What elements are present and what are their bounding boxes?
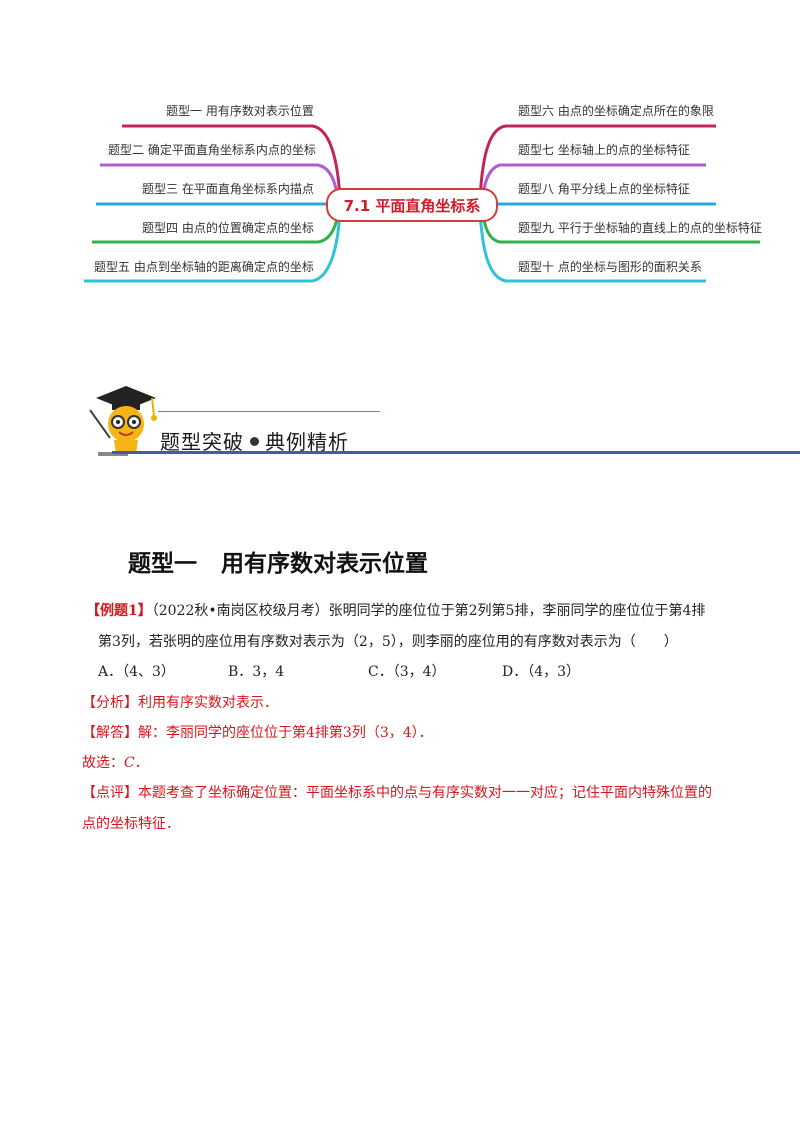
solution-line: 【解答】解：李丽同学的座位位于第4排第3列（3，4）． <box>82 722 433 742</box>
mindmap-branch-left-5 <box>84 209 342 283</box>
mindmap-left-item-4: 题型四 由点的位置确定点的坐标 <box>142 221 314 235</box>
comment-line-2: 点的坐标特征． <box>82 816 180 832</box>
solution-text: 解：李丽同学的座位位于第4排第3列（3，4）． <box>138 725 433 741</box>
section-title: 题型一用有序数对表示位置 <box>128 544 428 578</box>
mindmap-branch-left-1 <box>122 124 342 201</box>
analysis-line: 【分析】利用有序实数对表示． <box>82 692 278 712</box>
mindmap-branch-right-5 <box>478 209 706 283</box>
example-line-2: 第3列，若张明的座位用有序数对表示为（2，5），则李丽的座位用的有序数对表示为（… <box>98 634 678 650</box>
mindmap-branch-right-3 <box>481 201 716 206</box>
option-a: A．（4、3） <box>98 664 175 680</box>
mindmap-right-item-2: 题型七 坐标轴上的点的坐标特征 <box>518 143 690 157</box>
analysis-text: 利用有序实数对表示． <box>138 695 278 711</box>
banner-heading: 题型突破典例精析 <box>160 426 349 455</box>
mindmap-branch-right-1 <box>478 124 716 201</box>
option-d: D．（4，3） <box>502 664 581 680</box>
mindmap-right-item-5: 题型十 点的坐标与图形的面积关系 <box>518 260 702 274</box>
banner-left-text: 题型突破 <box>160 430 244 454</box>
mindmap-left-item-5: 题型五 由点到坐标轴的距离确定点的坐标 <box>94 260 314 274</box>
bullet-icon <box>250 437 259 446</box>
analysis-tag: 【分析】 <box>82 695 138 711</box>
example-text-1: （2022秋•南岗区校级月考）张明同学的座位位于第2列第5排，李丽同学的座位位于… <box>151 603 706 619</box>
example-tag: 【例题1】 <box>86 603 152 619</box>
comment-tag: 【点评】 <box>82 785 138 801</box>
mindmap-left-item-1: 题型一 用有序数对表示位置 <box>166 104 314 118</box>
mascot-icon <box>89 386 157 456</box>
option-b: B．3，4 <box>228 664 285 680</box>
mindmap-branch-left-3 <box>96 201 341 206</box>
banner-right-text: 典例精析 <box>265 430 349 454</box>
choice-line: 故选：C． <box>82 752 149 772</box>
choice-suffix: ． <box>134 755 149 771</box>
mindmap-right-item-4: 题型九 平行于坐标轴的直线上的点的坐标特征 <box>518 221 762 235</box>
choice-answer: C <box>124 755 135 771</box>
mindmap-center-topic: 7.1 平面直角坐标系 <box>326 188 498 222</box>
solution-tag: 【解答】 <box>82 725 138 741</box>
section-title-number: 题型一 <box>128 550 197 577</box>
mindmap-left-item-2: 题型二 确定平面直角坐标系内点的坐标 <box>108 143 316 157</box>
banner-top-rule <box>158 411 380 412</box>
mindmap-left-item-3: 题型三 在平面直角坐标系内描点 <box>142 182 314 196</box>
comment-text-1: 本题考查了坐标确定位置：平面坐标系中的点与有序实数对一一对应；记住平面内特殊位置… <box>138 785 712 801</box>
example-line-1: 【例题1】（2022秋•南岗区校级月考）张明同学的座位位于第2列第5排，李丽同学… <box>86 600 705 620</box>
mindmap-right-item-1: 题型六 由点的坐标确定点所在的象限 <box>518 104 714 118</box>
comment-line-1: 【点评】本题考查了坐标确定位置：平面坐标系中的点与有序实数对一一对应；记住平面内… <box>82 782 712 802</box>
section-title-text: 用有序数对表示位置 <box>221 550 428 577</box>
option-c: C．（3，4） <box>368 664 446 680</box>
choice-prefix: 故选： <box>82 755 124 771</box>
mindmap-right-item-3: 题型八 角平分线上点的坐标特征 <box>518 182 690 196</box>
banner-bottom-rule <box>112 451 800 454</box>
